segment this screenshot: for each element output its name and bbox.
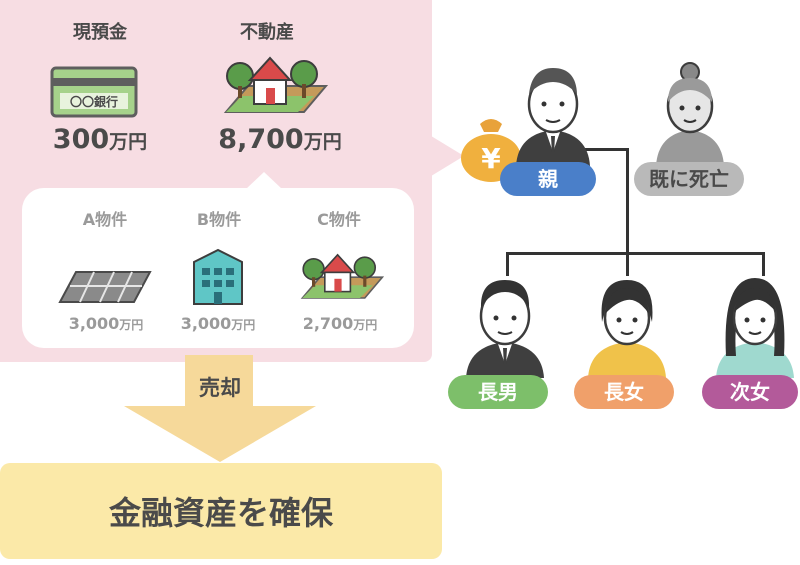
- house-icon: [296, 244, 385, 308]
- cash-value: 300万円: [30, 124, 170, 155]
- property-c-value: 2,700万円: [280, 314, 400, 333]
- child-3-line: [762, 252, 765, 276]
- properties-box-notch: [246, 172, 282, 189]
- realestate-unit: 万円: [303, 131, 342, 153]
- sell-label: 売却: [199, 376, 241, 400]
- property-a-value: 3,000万円: [46, 314, 166, 333]
- property-b-label: B物件: [196, 210, 242, 229]
- second-daughter-avatar: [712, 272, 798, 382]
- eldest-daughter-avatar: [584, 272, 670, 382]
- panel-pointer: [418, 128, 464, 184]
- marriage-line: [584, 148, 628, 151]
- deceased-label: 既に死亡: [634, 162, 744, 196]
- eldest-son-label: 長男: [448, 375, 548, 409]
- property-a-label: A物件: [82, 210, 128, 229]
- cash-amount: 300: [52, 124, 110, 155]
- children-line: [506, 252, 764, 255]
- sell-arrow-shaft: [185, 355, 253, 413]
- apartment-building-icon: [190, 248, 246, 310]
- realestate-label: 不動産: [240, 22, 294, 43]
- property-a-unit: 万円: [119, 318, 144, 332]
- realestate-value: 8,700万円: [200, 124, 360, 155]
- deceased-avatar: [650, 60, 730, 170]
- result-box: [0, 463, 442, 559]
- property-b-amount: 3,000: [180, 314, 232, 333]
- cash-label: 現預金: [73, 22, 127, 43]
- child-1-line: [506, 252, 509, 276]
- parent-avatar: [510, 60, 596, 170]
- descent-line: [626, 148, 629, 254]
- parent-label: 親: [500, 162, 596, 196]
- second-daughter-label: 次女: [702, 375, 798, 409]
- cash-unit: 万円: [109, 131, 148, 153]
- property-a-amount: 3,000: [68, 314, 120, 333]
- sell-arrow-head: [124, 406, 316, 462]
- yen-symbol: ¥: [481, 142, 501, 175]
- parking-lot-icon: [56, 266, 152, 310]
- property-b-unit: 万円: [231, 318, 256, 332]
- house-icon: [218, 46, 329, 122]
- eldest-son-avatar: [462, 272, 548, 382]
- bank-card-icon: 〇〇銀行: [50, 66, 138, 122]
- property-c-label: C物件: [317, 210, 361, 229]
- child-2-line: [626, 252, 629, 276]
- property-c-unit: 万円: [353, 318, 378, 332]
- result-label: 金融資産を確保: [108, 494, 333, 532]
- card-bank-text: 〇〇銀行: [70, 94, 118, 109]
- property-c-amount: 2,700: [302, 314, 354, 333]
- property-b-value: 3,000万円: [158, 314, 278, 333]
- realestate-amount: 8,700: [218, 124, 304, 155]
- eldest-daughter-label: 長女: [574, 375, 674, 409]
